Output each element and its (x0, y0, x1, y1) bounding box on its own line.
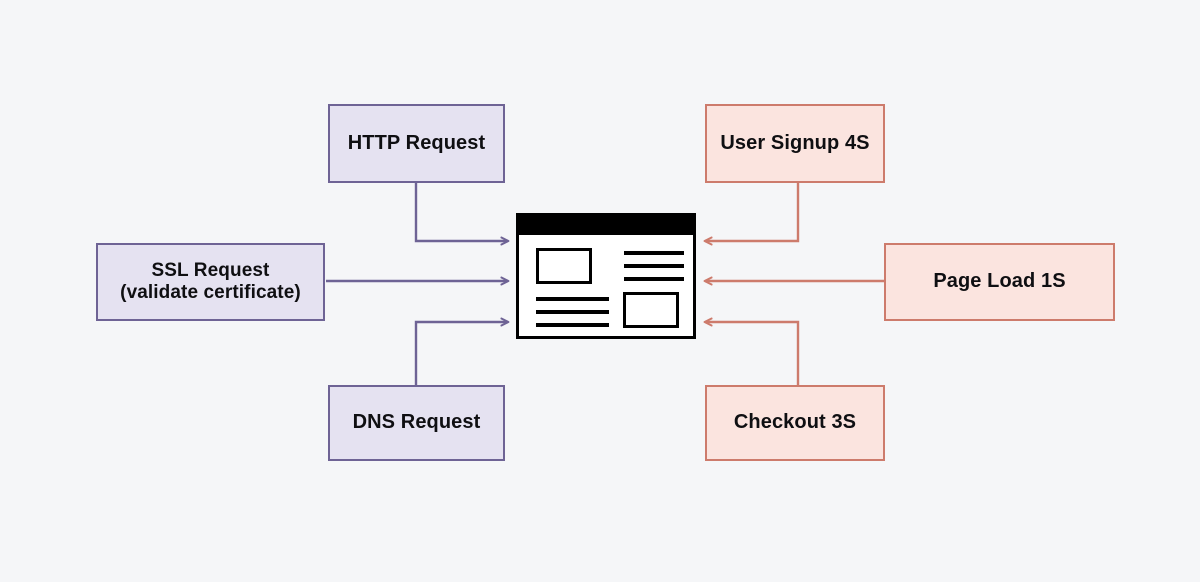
node-user-signup[interactable]: User Signup 4S (705, 104, 885, 183)
browser-text-line-1 (624, 251, 684, 255)
node-checkout[interactable]: Checkout 3S (705, 385, 885, 461)
browser-titlebar (519, 216, 693, 235)
node-page-load[interactable]: Page Load 1S (884, 243, 1115, 321)
node-dns-request[interactable]: DNS Request (328, 385, 505, 461)
browser-image-block-top-left (536, 248, 592, 284)
browser-text-line-2 (624, 264, 684, 268)
browser-image-block-bottom-right (623, 292, 679, 328)
browser-text-line-4 (536, 297, 609, 301)
browser-text-line-3 (624, 277, 684, 281)
node-ssl-request-label-line2: (validate certificate) (120, 282, 301, 303)
browser-text-line-5 (536, 310, 609, 314)
browser-window-icon (516, 213, 696, 339)
node-dns-request-label: DNS Request (352, 411, 481, 434)
connector-dns-to-browser (414, 317, 510, 385)
connector-http-to-browser (414, 183, 510, 246)
node-page-load-label: Page Load 1S (933, 270, 1066, 293)
node-ssl-request-label-line1: SSL Request (151, 259, 270, 281)
node-http-request[interactable]: HTTP Request (328, 104, 505, 183)
node-ssl-request[interactable]: SSL Request (validate certificate) (96, 243, 325, 321)
node-http-request-label: HTTP Request (347, 131, 486, 154)
browser-text-line-6 (536, 323, 609, 327)
node-user-signup-label: User Signup 4S (720, 131, 870, 154)
node-checkout-label: Checkout 3S (733, 411, 857, 434)
connector-checkout-to-browser (703, 317, 800, 385)
connector-signup-to-browser (703, 183, 800, 246)
